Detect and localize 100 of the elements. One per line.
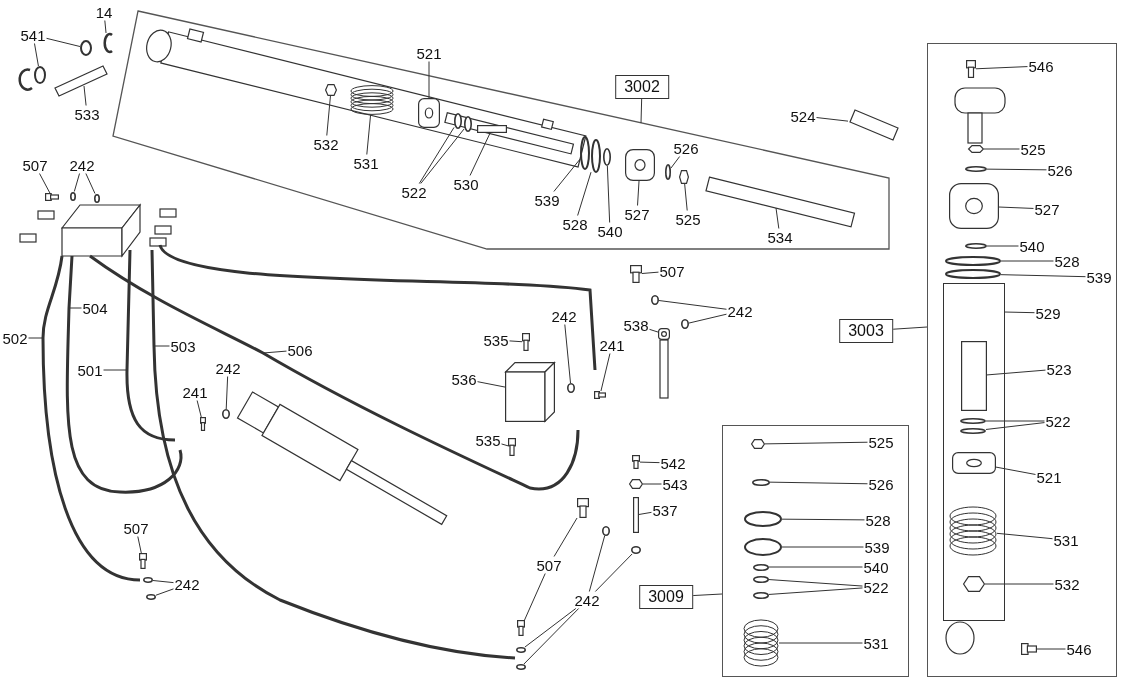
washer-drawing: [753, 563, 769, 571]
leader-line: [692, 593, 723, 597]
seal-ring-drawing: [744, 511, 782, 527]
washer-drawing: [602, 526, 610, 536]
callout-number: 503: [169, 337, 197, 355]
callout-number: 525: [867, 433, 895, 451]
bolt-drawing: [630, 265, 642, 283]
washer-drawing: [960, 418, 986, 424]
hydraulic-hose: [150, 249, 516, 660]
seal-ring-drawing: [744, 538, 782, 556]
seal-ring-drawing: [580, 136, 590, 170]
piston-drawing: [625, 149, 655, 181]
leader-line: [420, 128, 465, 184]
piston-drawing: [952, 452, 996, 474]
bolt-drawing: [45, 193, 59, 201]
leader-line: [1000, 274, 1086, 278]
callout-number: 542: [659, 454, 687, 472]
leader-line: [428, 61, 430, 99]
callout-number: 527: [1033, 200, 1061, 218]
leader-line: [975, 66, 1028, 70]
callout-number: 241: [181, 383, 209, 401]
leader-line: [153, 345, 170, 347]
washer-drawing: [960, 428, 986, 434]
leader-line: [642, 483, 662, 485]
callout-number: 507: [535, 556, 563, 574]
leader-line: [418, 126, 455, 184]
leader-line: [641, 271, 659, 274]
callout-number: 535: [482, 331, 510, 349]
leader-line: [1003, 311, 1035, 314]
callout-number: 538: [622, 316, 650, 334]
leader-line: [553, 158, 581, 192]
leader-line: [39, 173, 51, 194]
leader-line: [649, 328, 659, 333]
washer-drawing: [752, 478, 770, 486]
callout-number: 504: [81, 299, 109, 317]
callout-number: 539: [533, 191, 561, 209]
callout-number: 523: [1045, 360, 1073, 378]
leader-line: [985, 422, 1045, 430]
bolt-drawing: [1021, 643, 1037, 655]
leader-line: [83, 85, 87, 106]
leader-line: [509, 340, 523, 343]
callout-number: 526: [867, 475, 895, 493]
callout-number: 242: [573, 591, 601, 609]
callout-number: 507: [21, 156, 49, 174]
leader-line: [768, 579, 863, 587]
callout-number: 526: [1046, 161, 1074, 179]
washer-drawing: [146, 594, 156, 600]
spring-drawing: [350, 85, 394, 115]
callout-number: 522: [862, 578, 890, 596]
leader-line: [577, 171, 592, 216]
callout-number: 546: [1065, 640, 1093, 658]
callout-number: 525: [1019, 140, 1047, 158]
leader-line: [366, 114, 372, 155]
leader-line: [606, 165, 611, 223]
callout-number: 532: [312, 135, 340, 153]
callout-number: 506: [286, 341, 314, 359]
washer-drawing: [70, 191, 76, 201]
leader-line: [995, 466, 1036, 475]
bolt-drawing: [594, 391, 606, 399]
bolt-drawing: [966, 60, 976, 78]
rod-drawing: [633, 497, 639, 533]
callout-number: 531: [862, 634, 890, 652]
callout-number: 528: [864, 511, 892, 529]
leader-line: [73, 173, 81, 192]
callout-number: 522: [400, 183, 428, 201]
leader-line: [137, 536, 142, 554]
leader-line: [326, 95, 331, 136]
nut-drawing: [325, 84, 337, 96]
seal-ring-drawing: [591, 139, 601, 173]
callout-number: 534: [766, 228, 794, 246]
leader-line: [998, 206, 1034, 209]
leader-line: [985, 420, 1045, 422]
pin-drawing: [848, 106, 898, 142]
seal-ring-drawing: [80, 40, 92, 56]
leader-line: [640, 98, 643, 124]
callout-number: 536: [450, 370, 478, 388]
leader-line: [986, 245, 1019, 247]
leader-line: [670, 156, 681, 169]
callout-number: 540: [1018, 237, 1046, 255]
leader-line: [469, 132, 491, 176]
callout-number: 242: [68, 156, 96, 174]
cylinder-tube-drawing: [943, 283, 1005, 621]
leader-line: [764, 441, 868, 445]
callout-number: 242: [214, 359, 242, 377]
leader-line: [637, 180, 640, 206]
callout-number: 525: [674, 210, 702, 228]
nut-drawing: [963, 576, 985, 592]
callout-number: 533: [73, 105, 101, 123]
callout-number: 502: [1, 329, 29, 347]
callout-number: 540: [596, 222, 624, 240]
assembly-number: 3003: [839, 319, 893, 343]
leader-line: [34, 43, 39, 67]
callout-number: 528: [1053, 252, 1081, 270]
washer-drawing: [464, 116, 472, 132]
leader-line: [553, 517, 578, 557]
leader-line: [28, 337, 44, 339]
callout-number: 539: [1085, 268, 1113, 286]
bolt-drawing: [139, 553, 147, 569]
callout-number: 242: [550, 307, 578, 325]
callout-number: 501: [76, 361, 104, 379]
